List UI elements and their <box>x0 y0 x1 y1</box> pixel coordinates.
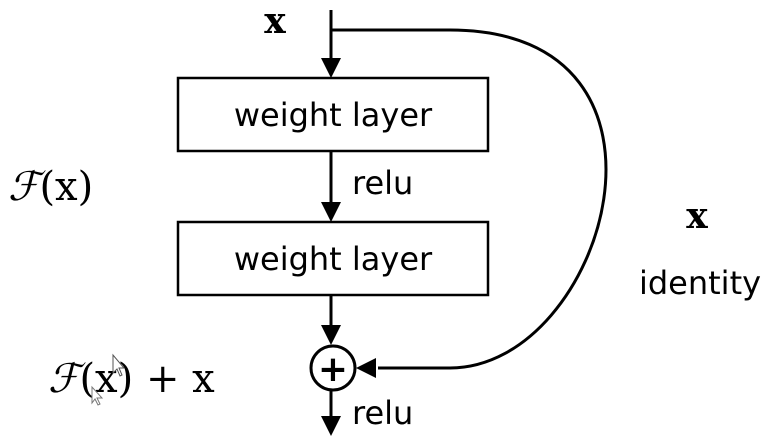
adder-plus: + <box>318 349 348 390</box>
input-label: x <box>264 0 286 42</box>
output-relu-label: relu <box>352 394 413 432</box>
mouse-cursor-icon <box>112 353 126 377</box>
weight-layer-1-box <box>176 76 490 153</box>
identity-shortcut-arrowhead <box>356 358 376 378</box>
input-arrowhead <box>321 58 341 78</box>
relu-arrowhead <box>321 202 341 222</box>
output-arrowhead <box>321 416 341 436</box>
shortcut-x-label: x <box>686 195 708 237</box>
residual-function-x: (x) <box>39 164 93 210</box>
identity-shortcut-path <box>331 28 608 370</box>
adder-circle <box>309 344 357 392</box>
sum-label-rest: (x) + x <box>79 356 215 402</box>
mouse-cursor-shadow-icon <box>91 385 104 406</box>
weight-layer-2-box <box>176 220 490 297</box>
shortcut-identity-label: identity <box>639 264 761 302</box>
relu-1-label: relu <box>352 164 413 202</box>
weight-layer-2-label: weight layer <box>234 240 433 278</box>
weight-layer-1-label: weight layer <box>234 96 433 134</box>
residual-function-label: ℱ(x) <box>8 164 93 210</box>
layer-to-adder-arrowhead <box>321 325 341 345</box>
sum-label: ℱ(x) + x <box>48 356 215 402</box>
